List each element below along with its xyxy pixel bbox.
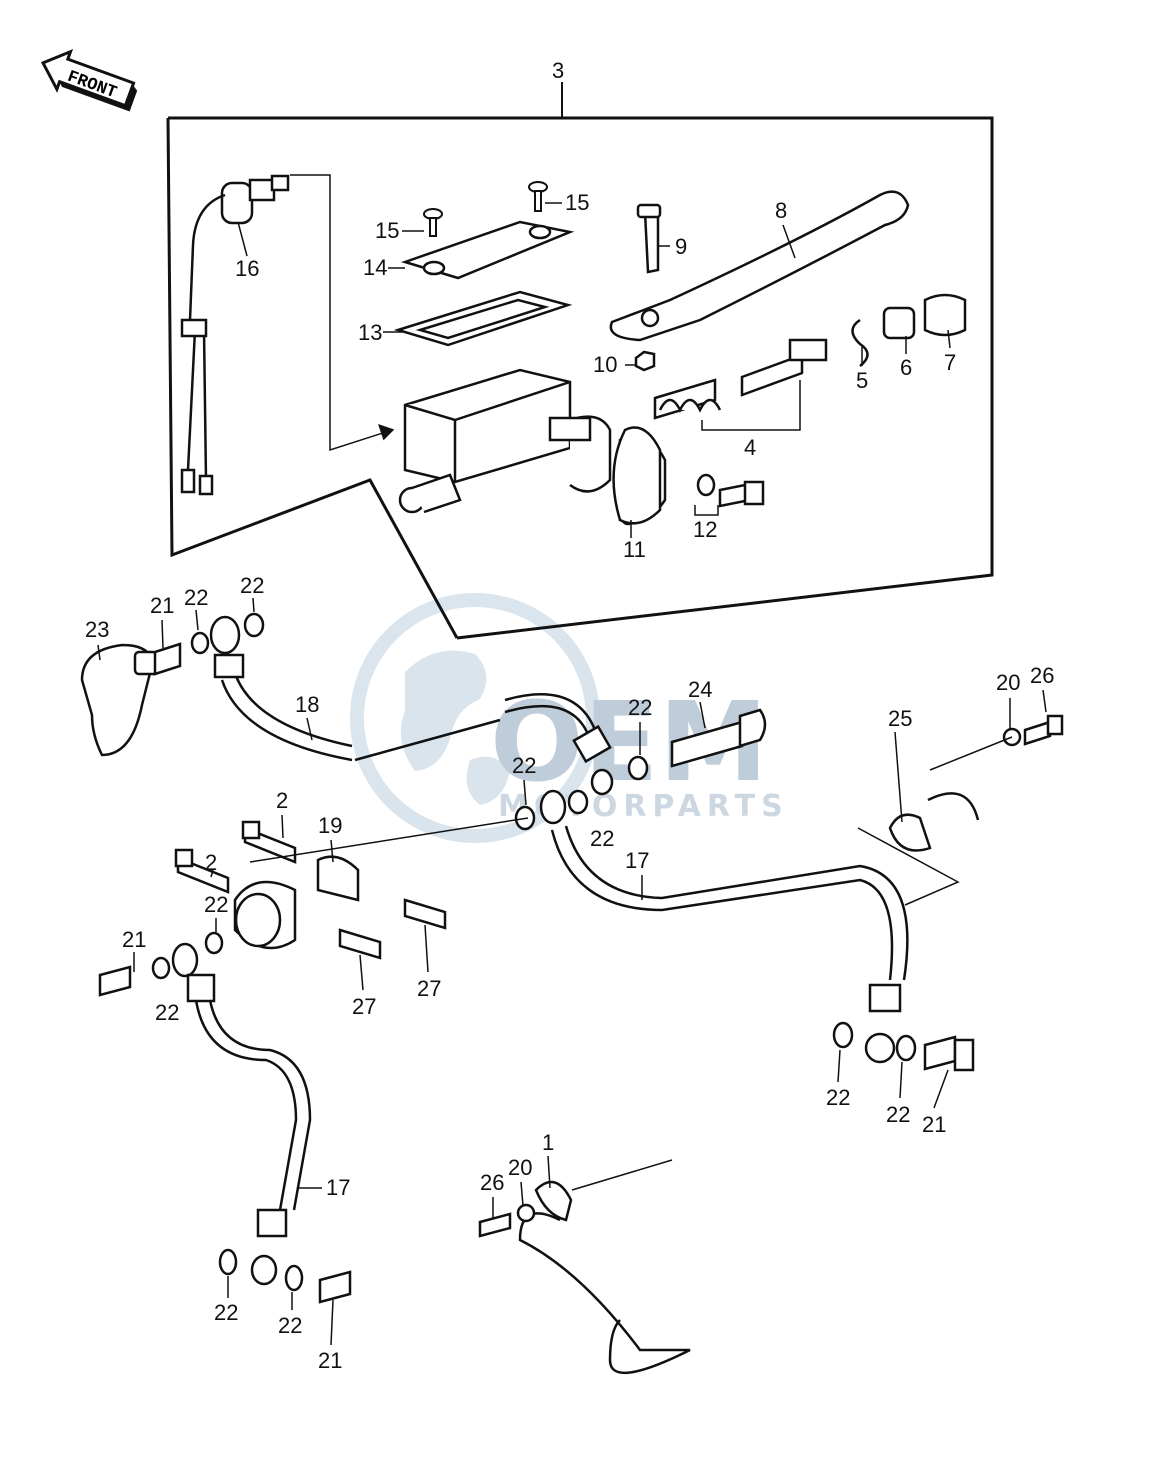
hose-upper	[213, 653, 612, 764]
hose-bracket	[478, 1159, 691, 1375]
callout-18: 18	[295, 692, 319, 717]
brake-lever	[609, 190, 910, 372]
hose-lower-left	[98, 817, 529, 1304]
callout-26: 26	[1030, 663, 1054, 688]
callout-3: 3	[552, 58, 564, 83]
hose-right	[550, 825, 975, 1072]
callout-25: 25	[888, 706, 912, 731]
callout-22: 22	[184, 585, 208, 610]
callout-20: 20	[508, 1155, 532, 1180]
callout-11: 11	[623, 537, 646, 562]
callout-17: 17	[326, 1175, 350, 1200]
reservoir-diaphragm	[393, 290, 573, 347]
callout-21: 21	[318, 1348, 342, 1373]
callout-17: 17	[625, 848, 649, 873]
callout-5: 5	[856, 368, 868, 393]
callout-15: 15	[375, 218, 399, 243]
callout-22: 22	[204, 892, 228, 917]
callout-23: 23	[85, 617, 109, 642]
callout-8: 8	[775, 198, 787, 223]
callout-19: 19	[318, 813, 342, 838]
callout-21: 21	[922, 1112, 946, 1137]
callout-16: 16	[235, 256, 259, 281]
callout-27: 27	[417, 976, 441, 1001]
watermark-continents	[400, 650, 510, 805]
callout-10: 10	[593, 352, 617, 377]
callout-22: 22	[214, 1300, 238, 1325]
callout-26: 26	[480, 1170, 504, 1195]
callout-15: 15	[565, 190, 589, 215]
callout-22: 22	[278, 1313, 302, 1338]
handlebar-clamp	[612, 426, 765, 525]
piston-assembly	[653, 293, 967, 431]
callout-labels: 3 16 15 15 14 13 9 8 10 5 6 7 4 11 12 23…	[85, 58, 1054, 1373]
callout-14: 14	[363, 255, 387, 280]
reservoir-cap	[400, 220, 575, 280]
callout-27: 27	[352, 994, 376, 1019]
callout-22: 22	[826, 1085, 850, 1110]
junction-block	[174, 820, 447, 960]
union-bolt	[514, 708, 767, 831]
brake-light-switch	[180, 174, 395, 496]
callout-9: 9	[675, 234, 687, 259]
callout-24: 24	[688, 677, 712, 702]
callout-2: 2	[276, 788, 288, 813]
front-direction-tag: FRONT	[40, 48, 138, 112]
callout-22: 22	[590, 826, 614, 851]
hose-clip	[888, 714, 1064, 852]
callout-21: 21	[150, 593, 174, 618]
callout-4: 4	[744, 435, 756, 460]
callout-12: 12	[693, 517, 717, 542]
callout-7: 7	[944, 350, 956, 375]
watermark-globe	[350, 593, 600, 843]
callout-21: 21	[122, 927, 146, 952]
callout-2: 2	[205, 850, 217, 875]
callout-22: 22	[512, 753, 536, 778]
callout-13: 13	[358, 320, 382, 345]
callout-22: 22	[628, 695, 652, 720]
leader-lines	[97, 202, 1047, 1346]
master-cylinder-assembly-box	[166, 82, 994, 640]
reservoir-screws	[423, 181, 548, 237]
banjo-bolt-upper	[80, 612, 265, 757]
callout-22: 22	[240, 573, 264, 598]
callout-6: 6	[900, 355, 912, 380]
callout-1: 1	[542, 1130, 554, 1155]
callout-22: 22	[886, 1102, 910, 1127]
callout-20: 20	[996, 670, 1020, 695]
callout-22: 22	[155, 1000, 179, 1025]
